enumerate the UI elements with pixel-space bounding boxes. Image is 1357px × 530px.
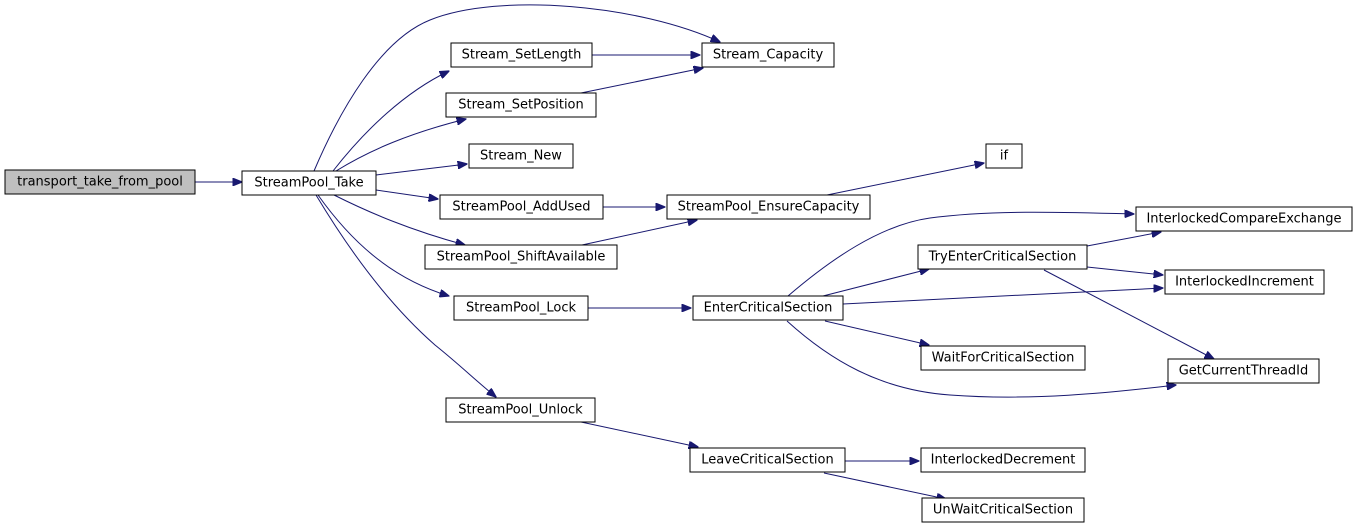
node-getcurrentthreadid[interactable]: GetCurrentThreadId [1167,358,1320,384]
node-label: if [1000,149,1009,164]
node-unwaitcriticalsection[interactable]: UnWaitCriticalSection [921,497,1085,523]
node-streampool_addused[interactable]: StreamPool_AddUsed [439,194,604,220]
edge-streampool_ensurecapacity-if [826,163,984,196]
edge-streampool_take-stream_new [375,164,467,176]
node-label: InterlockedIncrement [1175,275,1314,290]
node-entercriticalsection[interactable]: EnterCriticalSection [692,295,844,321]
edge-entercriticalsection-getcurrentthreadid [786,320,1176,398]
node-label: EnterCriticalSection [704,301,833,316]
edge-streampool_take-streampool_addused [375,189,438,199]
edges [195,4,1214,499]
node-label: StreamPool_Lock [466,301,577,316]
edge-leavecriticalsection-unwaitcriticalsection [823,472,946,499]
edge-stream_setposition-stream_capacity [580,68,703,94]
edge-streampool_take-streampool_shiftavailable [333,194,465,245]
node-stream_setlength[interactable]: Stream_SetLength [450,42,593,68]
edge-streampool_unlock-leavecriticalsection [580,421,698,447]
nodes: transport_take_from_pool StreamPool_Take… [4,42,1353,523]
node-label: InterlockedCompareExchange [1146,212,1341,227]
node-streampool_lock[interactable]: StreamPool_Lock [453,295,589,321]
node-if[interactable]: if [985,143,1023,169]
node-label: Stream_New [480,149,562,164]
node-label: UnWaitCriticalSection [933,503,1073,518]
node-label: GetCurrentThreadId [1179,364,1309,379]
node-label: Stream_SetPosition [458,98,584,113]
node-label: transport_take_from_pool [17,175,183,190]
node-label: InterlockedDecrement [931,453,1076,468]
edge-streampool_take-streampool_lock [317,194,449,296]
edge-streampool_take-streampool_unlock [315,194,496,397]
node-label: LeaveCriticalSection [701,453,833,468]
edge-streampool_take-stream_setlength [332,71,449,172]
edge-streampool_take-stream_capacity [313,4,720,172]
edge-entercriticalsection-waitforcriticalsection [824,320,929,345]
node-streampool_unlock[interactable]: StreamPool_Unlock [445,397,596,423]
node-interlockedcompareexchange[interactable]: InterlockedCompareExchange [1135,206,1353,232]
node-streampool_shiftavailable[interactable]: StreamPool_ShiftAvailable [424,244,618,270]
edge-tryentercriticalsection-getcurrentthreadid [1043,269,1214,359]
edge-streampool_take-stream_setposition [335,119,466,172]
edge-entercriticalsection-tryentercriticalsection [822,269,929,297]
edge-tryentercriticalsection-interlockedcompareexchange [1086,232,1161,247]
node-interlockedincrement[interactable]: InterlockedIncrement [1164,269,1325,295]
node-label: StreamPool_Unlock [458,403,583,418]
edge-streampool_shiftavailable-streampool_ensurecapacity [581,220,697,246]
node-label: StreamPool_ShiftAvailable [437,250,606,265]
edge-tryentercriticalsection-interlockedincrement [1086,266,1163,275]
node-tryentercriticalsection[interactable]: TryEnterCriticalSection [917,244,1088,270]
node-waitforcriticalsection[interactable]: WaitForCriticalSection [920,345,1086,371]
node-stream_capacity[interactable]: Stream_Capacity [701,42,835,68]
node-stream_new[interactable]: Stream_New [468,143,574,169]
node-label: StreamPool_EnsureCapacity [678,200,860,215]
node-label: WaitForCriticalSection [932,351,1075,366]
node-label: Stream_Capacity [713,48,824,63]
node-streampool_take[interactable]: StreamPool_Take [241,170,377,196]
node-label: Stream_SetLength [462,48,582,63]
node-interlockeddecrement[interactable]: InterlockedDecrement [920,447,1086,473]
node-transport_take_from_pool[interactable]: transport_take_from_pool [4,169,196,195]
node-label: StreamPool_AddUsed [452,200,590,215]
edge-entercriticalsection-interlockedincrement [842,288,1163,305]
node-label: TryEnterCriticalSection [928,250,1077,265]
node-leavecriticalsection[interactable]: LeaveCriticalSection [689,447,846,473]
node-label: StreamPool_Take [254,176,363,191]
node-streampool_ensurecapacity[interactable]: StreamPool_EnsureCapacity [666,194,871,220]
node-stream_setposition[interactable]: Stream_SetPosition [445,92,597,118]
edge-entercriticalsection-interlockedcompareexchange [787,212,1134,297]
